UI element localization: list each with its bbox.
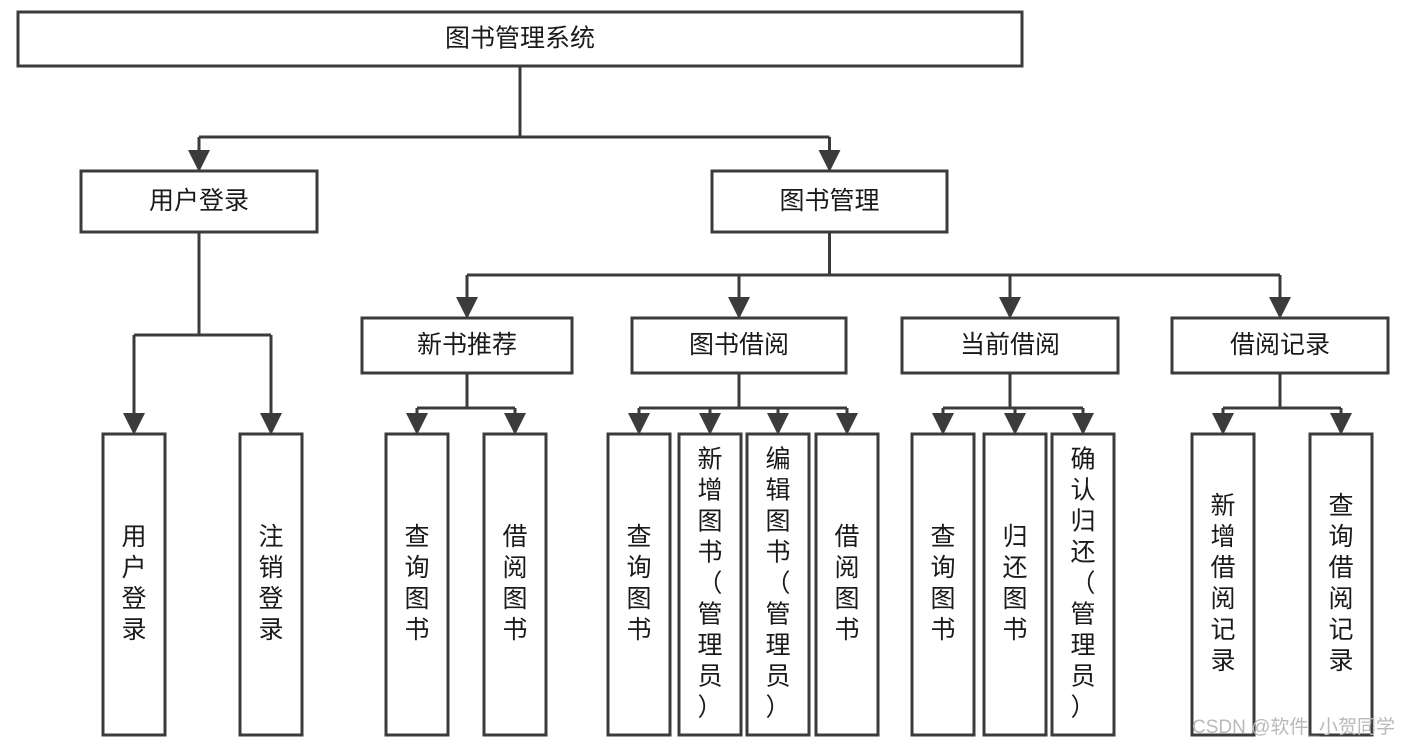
node-box-leaf-return-book bbox=[982, 432, 1048, 737]
node-box-leaf-logout bbox=[238, 432, 304, 737]
node-leaf-logout[interactable]: 注销登录 bbox=[238, 432, 304, 737]
node-root[interactable]: 图书管理系统 bbox=[16, 10, 1024, 68]
node-box-leaf-query-book-3 bbox=[910, 432, 976, 737]
node-label-leaf-return-book: 归还图书 bbox=[1002, 523, 1027, 644]
node-box-root bbox=[16, 10, 1024, 68]
node-current-borrow[interactable]: 当前借阅 bbox=[900, 316, 1120, 375]
node-leaf-query-record[interactable]: 查询借阅记录 bbox=[1308, 432, 1374, 737]
node-box-leaf-borrow-book-1 bbox=[482, 432, 548, 737]
node-label-new-book-rec: 新书推荐 bbox=[417, 331, 517, 359]
node-label-current-borrow: 当前借阅 bbox=[960, 331, 1060, 359]
node-box-book-borrow bbox=[630, 316, 848, 375]
node-label-book-manage: 图书管理 bbox=[779, 187, 879, 215]
node-label-leaf-edit-book: 编辑图书（管理员） bbox=[765, 445, 790, 721]
node-label-leaf-query-book-2: 查询图书 bbox=[626, 523, 651, 644]
node-layer: 图书管理系统用户登录图书管理新书推荐图书借阅当前借阅借阅记录用户登录注销登录查询… bbox=[16, 10, 1390, 737]
node-box-leaf-query-record bbox=[1308, 432, 1374, 737]
node-leaf-add-book[interactable]: 新增图书（管理员） bbox=[677, 432, 743, 737]
node-label-leaf-add-record: 新增借阅记录 bbox=[1210, 492, 1235, 675]
node-box-leaf-edit-book bbox=[745, 432, 811, 737]
node-user-login[interactable]: 用户登录 bbox=[79, 169, 319, 234]
node-leaf-query-book-2[interactable]: 查询图书 bbox=[606, 432, 672, 737]
node-box-borrow-record bbox=[1170, 316, 1390, 375]
node-leaf-borrow-book-1[interactable]: 借阅图书 bbox=[482, 432, 548, 737]
node-label-user-login: 用户登录 bbox=[149, 187, 249, 215]
watermark-label: CSDN @软件_小贺同学 bbox=[1192, 717, 1395, 738]
node-leaf-query-book-1[interactable]: 查询图书 bbox=[384, 432, 450, 737]
node-leaf-borrow-book-2[interactable]: 借阅图书 bbox=[814, 432, 880, 737]
node-box-current-borrow bbox=[900, 316, 1120, 375]
node-label-leaf-add-book: 新增图书（管理员） bbox=[697, 445, 722, 721]
node-leaf-query-book-3[interactable]: 查询图书 bbox=[910, 432, 976, 737]
node-box-book-manage bbox=[710, 169, 949, 234]
node-box-leaf-user-login bbox=[101, 432, 167, 737]
node-leaf-confirm-return[interactable]: 确认归还（管理员） bbox=[1050, 432, 1116, 737]
node-box-leaf-query-book-2 bbox=[606, 432, 672, 737]
node-box-user-login bbox=[79, 169, 319, 234]
node-borrow-record[interactable]: 借阅记录 bbox=[1170, 316, 1390, 375]
node-label-leaf-borrow-book-1: 借阅图书 bbox=[502, 523, 527, 644]
node-box-leaf-borrow-book-2 bbox=[814, 432, 880, 737]
node-label-borrow-record: 借阅记录 bbox=[1230, 331, 1330, 359]
node-box-new-book-rec bbox=[360, 316, 574, 375]
node-new-book-rec[interactable]: 新书推荐 bbox=[360, 316, 574, 375]
node-box-leaf-query-book-1 bbox=[384, 432, 450, 737]
node-book-borrow[interactable]: 图书借阅 bbox=[630, 316, 848, 375]
node-label-leaf-query-book-3: 查询图书 bbox=[930, 523, 955, 644]
node-label-book-borrow: 图书借阅 bbox=[689, 331, 789, 359]
connector-layer bbox=[123, 66, 1352, 435]
node-label-leaf-query-record: 查询借阅记录 bbox=[1328, 492, 1353, 675]
node-leaf-edit-book[interactable]: 编辑图书（管理员） bbox=[745, 432, 811, 737]
node-label-leaf-query-book-1: 查询图书 bbox=[404, 523, 429, 644]
node-label-leaf-user-login: 用户登录 bbox=[121, 523, 146, 644]
node-box-leaf-add-record bbox=[1190, 432, 1256, 737]
node-box-leaf-add-book bbox=[677, 432, 743, 737]
node-leaf-user-login[interactable]: 用户登录 bbox=[101, 432, 167, 737]
node-label-leaf-confirm-return: 确认归还（管理员） bbox=[1070, 445, 1095, 721]
node-label-root: 图书管理系统 bbox=[445, 25, 595, 53]
node-label-leaf-borrow-book-2: 借阅图书 bbox=[834, 523, 859, 644]
node-book-manage[interactable]: 图书管理 bbox=[710, 169, 949, 234]
node-leaf-return-book[interactable]: 归还图书 bbox=[982, 432, 1048, 737]
node-leaf-add-record[interactable]: 新增借阅记录 bbox=[1190, 432, 1256, 737]
node-label-leaf-logout: 注销登录 bbox=[258, 523, 283, 644]
node-box-leaf-confirm-return bbox=[1050, 432, 1116, 737]
